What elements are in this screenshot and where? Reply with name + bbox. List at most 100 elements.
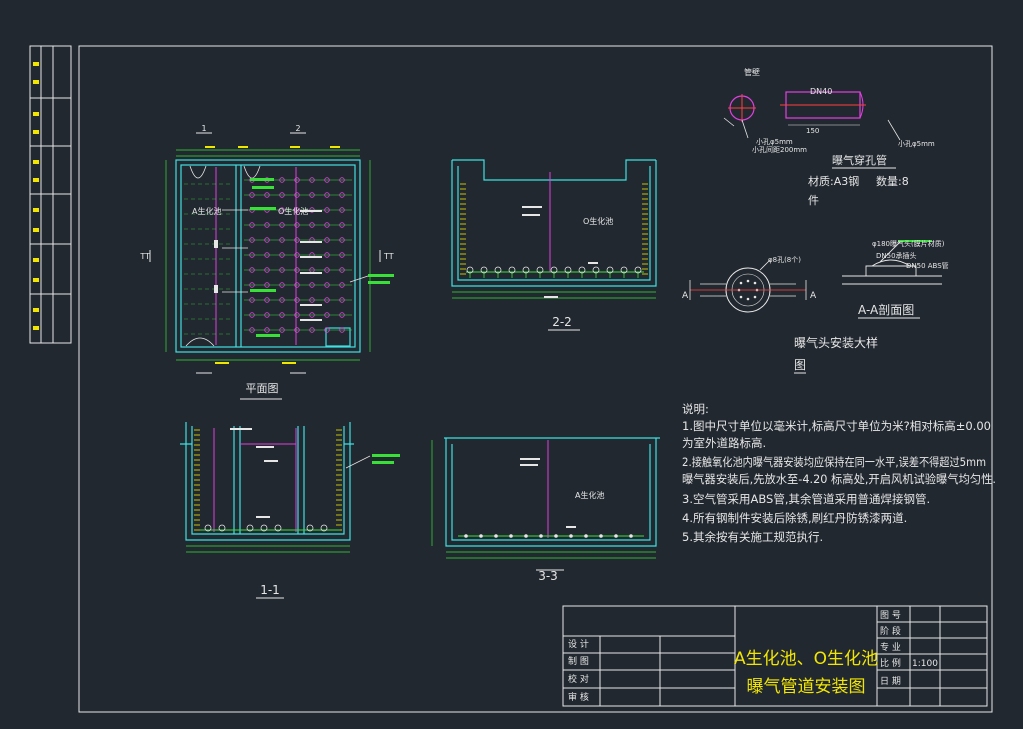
note-line-2: 为室外道路标高. — [682, 436, 766, 450]
aerators-2-2 — [466, 266, 642, 278]
plan-side-mark-left: TT — [139, 252, 150, 261]
plan-aerator-dot — [294, 207, 300, 213]
plan-aerator-dot — [249, 327, 255, 333]
wall-hatch-1-1 — [194, 429, 342, 531]
left-strip-text — [33, 62, 39, 330]
aerator-hole — [739, 295, 743, 299]
project-title-line-1: A生化池、O生化池 — [734, 649, 878, 669]
material-label: 材质:A3钢 — [808, 174, 859, 188]
aerator-hole — [746, 297, 750, 301]
plan-aerator-dot — [309, 282, 315, 288]
tb-stage-label: 阶 段 — [880, 625, 901, 637]
aerator-hole — [753, 295, 757, 299]
role-designer: 设 计 — [568, 638, 589, 650]
aerator-dot — [539, 534, 543, 538]
plan-aerator-dot — [294, 297, 300, 303]
aerator-head — [246, 524, 254, 532]
plan-aerator-dot — [249, 252, 255, 258]
aerator-head — [620, 266, 628, 274]
aerator-head — [508, 266, 516, 274]
aerator-head — [578, 266, 586, 274]
aerator-dot — [464, 534, 468, 538]
plan-aerator-dot — [339, 252, 345, 258]
section-2-2-title: 2-2 — [552, 315, 572, 329]
aerator-holes — [737, 279, 759, 301]
hole-spacing-label: 小孔间距200mm — [752, 145, 807, 154]
plan-aerator-dot — [279, 312, 285, 318]
plan-aerator-dot — [264, 312, 270, 318]
aerator-head-label: φ180曝气头(膜片材质) — [872, 239, 945, 248]
plan-aerator-dot — [309, 192, 315, 198]
section-1-1-title: 1-1 — [260, 583, 280, 597]
plan-aerator-dot — [264, 222, 270, 228]
hole-label-left: 小孔φ5mm — [756, 137, 793, 146]
plan-aerator-dot — [309, 327, 315, 333]
aerator-head — [564, 266, 572, 274]
plan-aerator-dot — [324, 327, 330, 333]
plan-aerator-dot — [324, 222, 330, 228]
aerator-detail: 管壁 DN40 150 小孔φ5mm 小孔间距200mm 小孔φ5mm 曝气穿孔… — [682, 67, 949, 374]
quantity-label: 数量:8 — [876, 175, 909, 188]
section-mark-2-top: 2 — [295, 124, 300, 133]
plan-aerator-dot — [264, 237, 270, 243]
aerator-head — [536, 266, 544, 274]
plan-aerator-dot — [279, 222, 285, 228]
section-mark-1-top: 1 — [201, 124, 206, 133]
role-checker: 校 对 — [568, 673, 589, 685]
aerator-head — [550, 266, 558, 274]
plan-aerator-dot — [279, 327, 285, 333]
section-1-1: 1-1 — [180, 422, 400, 599]
pipe-wall-label: 管壁 — [744, 67, 760, 77]
aerator-head — [204, 524, 212, 532]
note-line-1: 1.图中尺寸单位以毫米计,标高尺寸单位为米?相对标高±0.00 — [682, 419, 991, 433]
branch-pipe-label: DN50承插头 — [876, 251, 917, 260]
tb-discipline-label: 专 业 — [880, 641, 901, 653]
aerator-hole — [753, 281, 757, 285]
aerator-head — [306, 524, 314, 532]
plan-aerator-dot — [249, 222, 255, 228]
aerator-holes-label: φ8孔(8个) — [768, 256, 801, 264]
plan-title: 平面图 — [246, 382, 279, 395]
plan-aerator-dot — [279, 207, 285, 213]
o-tank-label-plan: O生化池 — [278, 206, 308, 216]
design-notes: 说明: 1.图中尺寸单位以毫米计,标高尺寸单位为米?相对标高±0.00 为室外道… — [682, 402, 996, 544]
plan-aerator-dot — [249, 282, 255, 288]
plan-aerator-dot — [324, 297, 330, 303]
aerator-head — [320, 524, 328, 532]
plan-aerator-dot — [279, 237, 285, 243]
aerator-dot — [509, 534, 513, 538]
section-mark-a-left: A — [682, 291, 689, 301]
aerator-dot — [554, 534, 558, 538]
aerator-hole — [746, 279, 750, 283]
project-title-line-2: 曝气管道安装图 — [747, 677, 866, 697]
plan-aerator-dot — [279, 297, 285, 303]
aerators-1-1 — [204, 524, 328, 532]
plan-side-mark-right: TT — [383, 252, 394, 261]
plan-aerator-dot — [339, 207, 345, 213]
plan-aerator-dot — [324, 282, 330, 288]
plan-aerator-dot — [249, 237, 255, 243]
note-line-3: 2.接触氧化池内曝气器安装均应保持在同一水平,误差不得超过5mm — [682, 455, 986, 469]
aerator-head — [466, 266, 474, 274]
tb-date-label: 日 期 — [880, 676, 901, 687]
aerator-dot — [614, 534, 618, 538]
title-block: 设 计 制 图 校 对 审 核 图 号 阶 段 专 业 比 例 日 期 1:10… — [562, 605, 988, 707]
plan-aerator-dot — [294, 327, 300, 333]
plan-aerator-dot — [249, 312, 255, 318]
a-tank-label-plan: A生化池 — [192, 206, 221, 216]
note-line-4: 曝气器安装后,先放水至-4.20 标高处,开启风机试验曝气均匀性. — [682, 472, 996, 486]
aerator-head — [522, 266, 530, 274]
sheet-frame — [29, 45, 993, 713]
note-line-6: 4.所有钢制件安装后除锈,刷红丹防锈漆两道. — [682, 511, 907, 525]
plan-aerator-dot — [309, 222, 315, 228]
abs-pipe-label: DN50 ABS管 — [906, 261, 949, 270]
aerator-hole — [739, 281, 743, 285]
plan-aerator-dot — [339, 282, 345, 288]
plan-aerator-dot — [324, 237, 330, 243]
plan-aerator-dot — [294, 192, 300, 198]
aerator-head — [218, 524, 226, 532]
plan-aerator-grid — [184, 177, 352, 335]
aerator-dot — [569, 534, 573, 538]
o-tank-label-2-2: O生化池 — [583, 216, 613, 226]
